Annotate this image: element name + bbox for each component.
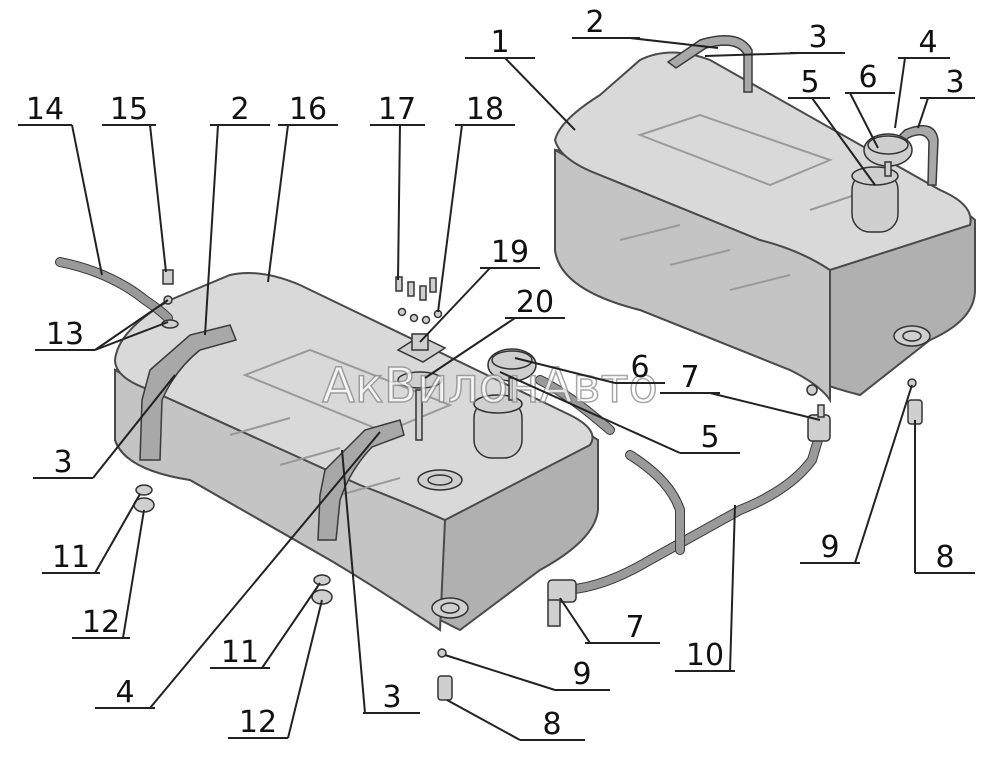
callout-11: 11	[52, 540, 90, 575]
callout-18: 18	[466, 92, 504, 127]
callout-2: 2	[230, 92, 249, 127]
callout-8: 8	[542, 707, 561, 742]
callout-7: 7	[625, 610, 644, 645]
left-fuel-tank	[113, 272, 599, 632]
callout-15: 15	[110, 92, 148, 127]
shutoff-valve-upper	[806, 384, 831, 442]
right-fuel-tank	[553, 35, 976, 404]
callout-9: 9	[820, 530, 839, 565]
callout-6: 6	[858, 60, 877, 95]
callout-3: 3	[53, 445, 72, 480]
callout-17: 17	[378, 92, 416, 127]
callout-12: 12	[239, 705, 277, 740]
callout-1: 1	[490, 25, 509, 60]
callout-20: 20	[516, 285, 554, 320]
callout-16: 16	[289, 92, 327, 127]
fuel-line-10	[535, 375, 823, 595]
callout-14: 14	[26, 92, 64, 127]
shutoff-valve-lower	[547, 579, 577, 627]
callout-10: 10	[686, 638, 724, 673]
breather-line	[55, 257, 179, 329]
callout-12: 12	[82, 605, 120, 640]
leader-lines	[18, 37, 975, 741]
callout-3: 3	[945, 65, 964, 100]
callout-7: 7	[680, 360, 699, 395]
callout-4: 4	[918, 25, 937, 60]
callout-13: 13	[46, 317, 84, 352]
callout-3: 3	[382, 680, 401, 715]
callout-6: 6	[630, 350, 649, 385]
callout-4: 4	[115, 675, 134, 710]
callout-numbers: 1 2 3 4 5 6 3 14 15 2 16 17 18 19 20 13 …	[26, 5, 965, 742]
callout-2: 2	[585, 5, 604, 40]
callout-9: 9	[572, 657, 591, 692]
callout-19: 19	[491, 235, 529, 270]
drain-plugs	[437, 378, 923, 701]
callout-5: 5	[800, 65, 819, 100]
callout-11: 11	[221, 635, 259, 670]
callout-5: 5	[700, 420, 719, 455]
callout-3: 3	[808, 20, 827, 55]
callout-8: 8	[935, 540, 954, 575]
watermark-text: АкВилонАвто	[322, 358, 658, 414]
nuts-and-washers	[133, 484, 333, 605]
